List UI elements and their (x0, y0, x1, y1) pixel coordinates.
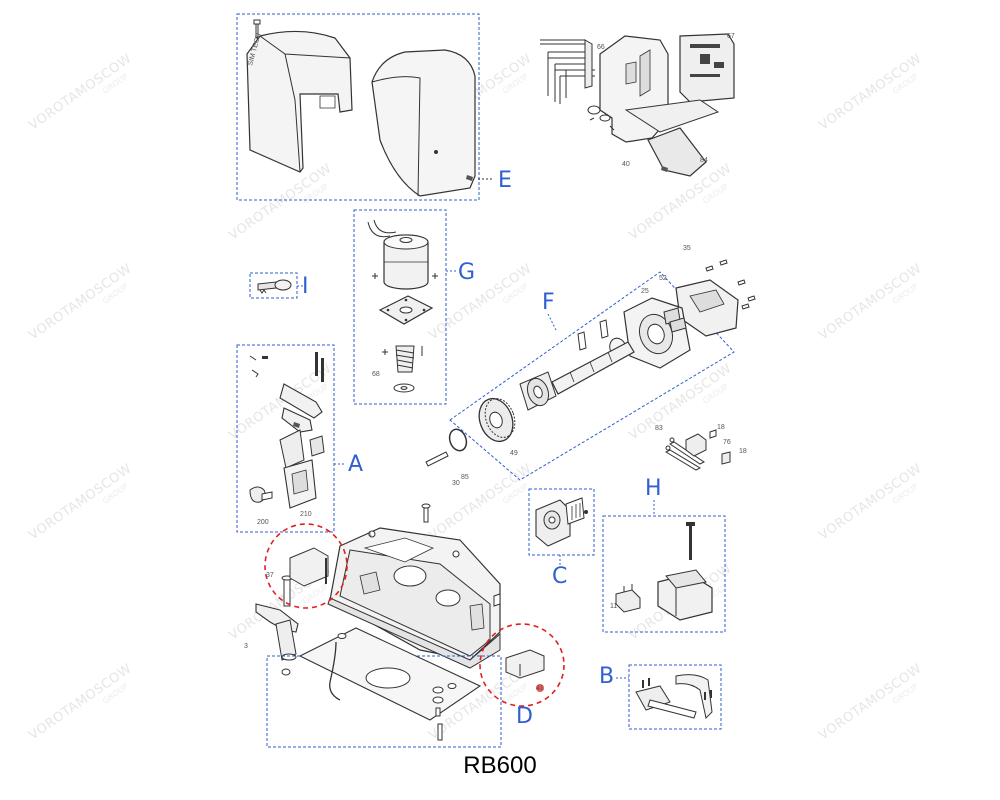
part-number: 30 (452, 480, 460, 487)
watermark-text: VOROTAMOSCOW (816, 661, 924, 743)
part-number: 67 (727, 33, 735, 40)
group-i-box (249, 272, 298, 299)
model-caption: RB600 (463, 752, 537, 779)
group-leaders (297, 270, 655, 679)
part-number: 37 (266, 572, 274, 579)
part-number: 200 (257, 519, 269, 526)
group-h-box (602, 515, 726, 633)
group-label-c: C (552, 564, 568, 589)
group-f-box (449, 271, 735, 481)
group-c-box (528, 488, 595, 556)
screw-icon (253, 19, 261, 39)
part-number: 40 (622, 161, 630, 168)
small-parts-cluster (664, 429, 731, 471)
worm-screw (395, 345, 415, 373)
group-b-brackets (628, 664, 722, 730)
highlighted-part-41 (479, 623, 565, 707)
watermark-text: VOROTAMOSCOW (816, 261, 924, 343)
watermark-text: VOROTAMOSCOW (426, 461, 534, 543)
part-number: 210 (300, 511, 312, 518)
group-i-release-key (249, 272, 298, 299)
battery-bracket (647, 127, 707, 177)
watermark-text: VOROTAMOSCOW (426, 261, 534, 343)
part-number: 49 (510, 450, 518, 457)
group-g-motor (353, 209, 447, 405)
watermark-text: VOROTAMOSCOW (26, 661, 134, 743)
part-number: 84 (700, 157, 708, 164)
part-number: 68 (372, 371, 380, 378)
group-label-i: I (302, 274, 309, 299)
group-label-f: F (542, 290, 555, 315)
part-number: 11 (610, 603, 617, 610)
release-lever (255, 575, 299, 661)
group-label-b: B (599, 664, 615, 689)
control-board-assembly (540, 33, 735, 177)
part-number: 52 (659, 275, 667, 282)
part-number: 1 (368, 531, 372, 538)
group-label-d: D (516, 704, 533, 729)
watermark-text: VOROTAMOSCOW (626, 361, 734, 443)
group-label-e: E (498, 168, 512, 193)
closed-cover (371, 49, 476, 197)
group-label-a: A (348, 452, 364, 477)
group-label-g: G (458, 260, 476, 285)
wire-harness (540, 39, 595, 104)
part-number: 3 (244, 643, 248, 650)
part-number: 25 (641, 288, 649, 295)
group-f-drive-shaft (425, 259, 756, 481)
highlighted-part-37 (264, 523, 348, 609)
watermark-text: VOROTAMOSCOW (26, 51, 134, 133)
key-icon (274, 279, 292, 291)
group-g-box (353, 209, 447, 405)
output-shaft (551, 341, 635, 395)
watermark-text: VOROTAMOSCOW (26, 261, 134, 343)
control-board (679, 33, 735, 103)
main-gearbox-base (327, 503, 501, 669)
part-number: 76 (723, 439, 731, 446)
group-h-transformer (602, 515, 726, 633)
part-number: 35 (683, 245, 691, 252)
group-a-limit-switch (236, 344, 335, 533)
group-e-covers: SIM TECH (236, 13, 494, 201)
part-number: 85 (461, 474, 469, 481)
watermark-text: VOROTAMOSCOW (226, 361, 334, 443)
group-e-box (236, 13, 480, 201)
part-number: 18 (717, 424, 725, 431)
group-a-box (236, 344, 335, 533)
part-number: 66 (597, 44, 605, 51)
part-number: 18 (739, 448, 747, 455)
front-cover (246, 30, 353, 173)
watermark-text: VOROTAMOSCOW (26, 461, 134, 543)
watermark-text: VOROTAMOSCOW (816, 51, 924, 133)
group-label-h: H (645, 476, 662, 501)
group-d-base-plate (266, 627, 502, 748)
watermark-text: VOROTAMOSCOW (226, 161, 334, 243)
group-c-capacitor-switch (528, 488, 595, 556)
watermark-text: VOROTAMOSCOW (816, 461, 924, 543)
part-number: 41 (536, 685, 544, 692)
group-b-box (628, 664, 722, 730)
part-number: 83 (655, 425, 663, 432)
